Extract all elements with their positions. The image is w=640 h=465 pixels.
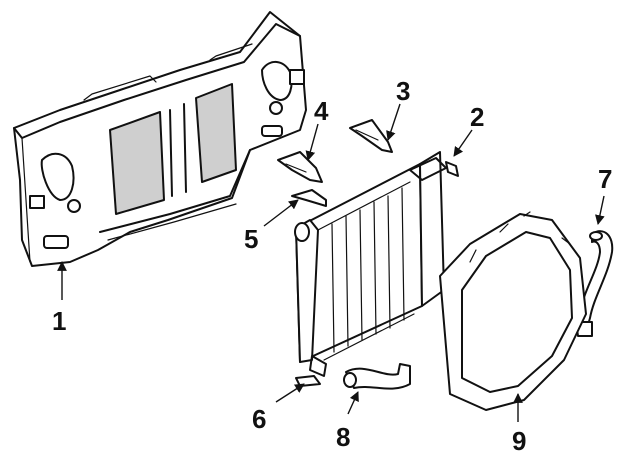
callout-3: 3 xyxy=(396,76,410,106)
radiator-support-panel xyxy=(13,11,307,267)
callout-9: 9 xyxy=(512,426,526,456)
callout-leaders xyxy=(57,103,605,422)
lower-hose xyxy=(343,363,411,390)
upper-bracket xyxy=(349,119,393,153)
lower-insulator xyxy=(295,375,321,387)
callout-8: 8 xyxy=(336,422,350,452)
callout-5: 5 xyxy=(244,224,258,254)
radiator-clamp xyxy=(291,189,327,207)
callout-4: 4 xyxy=(314,96,329,126)
upper-insulator xyxy=(277,151,323,183)
callout-7: 7 xyxy=(598,164,612,194)
radiator-core xyxy=(294,151,459,377)
callout-6: 6 xyxy=(252,404,266,434)
callout-1: 1 xyxy=(52,306,66,336)
callout-2: 2 xyxy=(470,102,484,132)
fan-shroud xyxy=(439,211,587,411)
